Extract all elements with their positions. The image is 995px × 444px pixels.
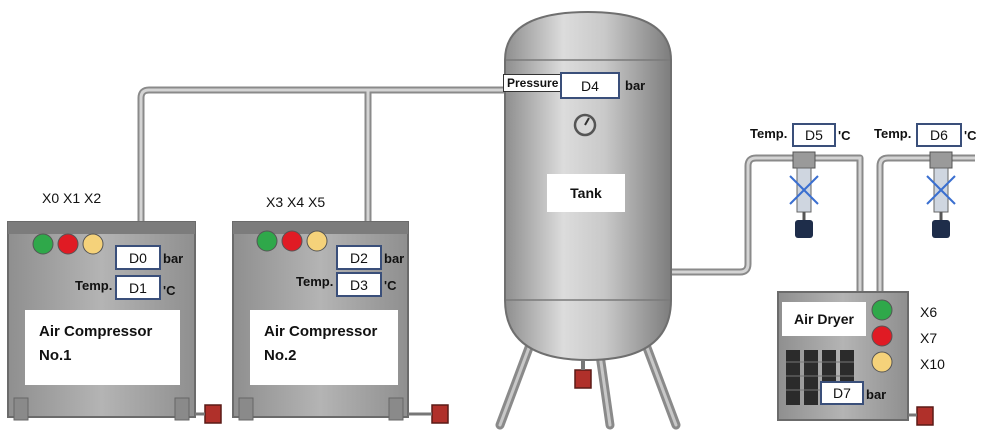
filter1-icon [789, 151, 819, 238]
compressor1-inputs-label: X0 X1 X2 [42, 190, 102, 206]
pipe-dryer-to-filter2 [876, 154, 975, 292]
dryer-name-panel: Air Dryer [782, 302, 866, 336]
dryer-green-light-icon [871, 299, 893, 321]
compressor1-valve-icon [204, 404, 222, 424]
dryer-yellow-light-icon [871, 351, 893, 373]
dryer-input-x7: X7 [920, 330, 938, 346]
compressor1-name-line2: No.1 [39, 347, 72, 364]
dryer-red-light-icon [871, 325, 893, 347]
compressor1-yellow-light-icon [82, 233, 104, 255]
compressor1-pressure-display: D0 [115, 245, 161, 270]
dryer-input-x6: X6 [920, 304, 938, 320]
filter2-temp-unit: 'C [964, 128, 977, 143]
filter2-icon [926, 151, 956, 238]
pressure-gauge-icon [573, 113, 597, 137]
dryer-pressure-unit: bar [866, 387, 887, 402]
compressor2-temp-display: D3 [336, 272, 382, 297]
compressor2-temp-label: Temp. [296, 274, 334, 289]
tank-name-panel: Tank [547, 174, 625, 212]
compressor1-pressure-unit: bar [163, 251, 184, 266]
filter2-temp-display: D6 [916, 123, 962, 147]
tank-pressure-label: Pressure [503, 74, 563, 92]
tank-name: Tank [570, 185, 602, 201]
compressor2-green-light-icon [256, 230, 278, 252]
tank-pressure-unit: bar [625, 78, 646, 93]
tank-pressure-display: D4 [560, 72, 620, 99]
compressor1-red-light-icon [57, 233, 79, 255]
filter1-temp-display: D5 [792, 123, 836, 147]
compressor2-inputs-label: X3 X4 X5 [266, 194, 326, 210]
filter2-temp-label: Temp. [874, 126, 912, 141]
compressor1-temp-label: Temp. [75, 278, 113, 293]
compressor2-name-line2: No.2 [264, 347, 297, 364]
compressor2-name-panel: Air Compressor No.2 [250, 310, 398, 385]
filter1-temp-unit: 'C [838, 128, 851, 143]
main-pipe [137, 86, 510, 222]
compressor2-name-line1: Air Compressor [264, 323, 378, 340]
compressor1-green-light-icon [32, 233, 54, 255]
dryer-valve-icon [916, 406, 934, 426]
compressor2-pressure-display: D2 [336, 245, 382, 270]
filter1-temp-label: Temp. [750, 126, 788, 141]
dryer-name: Air Dryer [794, 311, 854, 327]
compressor2-temp-unit: 'C [384, 278, 397, 293]
dryer-input-x10: X10 [920, 356, 945, 372]
compressor1-temp-unit: 'C [163, 283, 176, 298]
compressor1-name-line1: Air Compressor [39, 323, 153, 340]
compressor1-name-panel: Air Compressor No.1 [25, 310, 180, 385]
compressor2-pressure-unit: bar [384, 251, 405, 266]
compressor2-red-light-icon [281, 230, 303, 252]
compressor2-valve-icon [431, 404, 449, 424]
compressor2-yellow-light-icon [306, 230, 328, 252]
compressor1-temp-display: D1 [115, 275, 161, 300]
dryer-pressure-display: D7 [820, 381, 864, 405]
tank-drain-valve [574, 369, 592, 389]
